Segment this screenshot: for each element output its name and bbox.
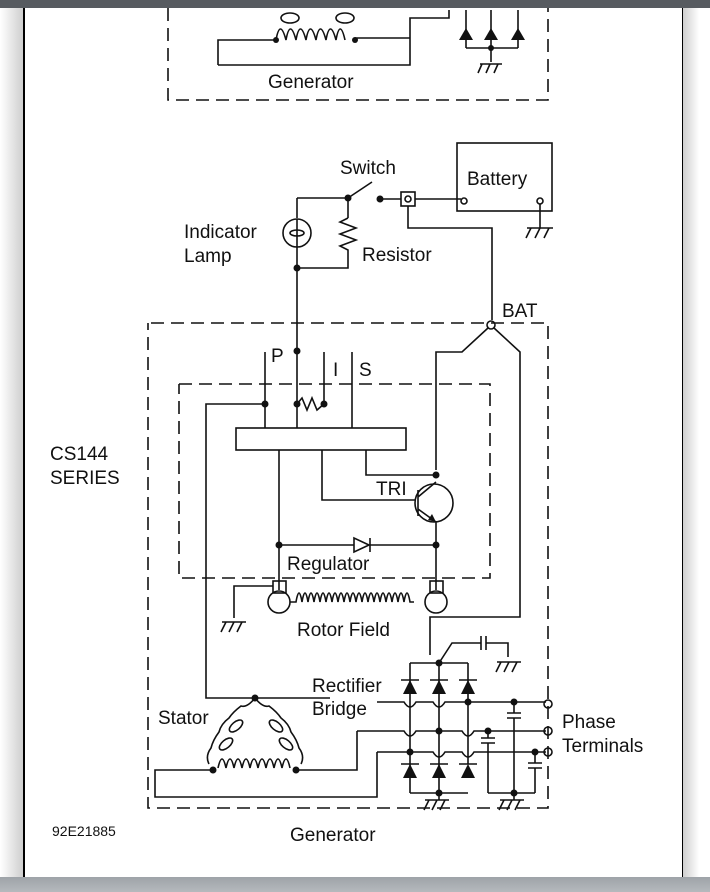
terminal-s-label: S — [359, 360, 372, 381]
switch-blade — [347, 181, 373, 199]
zener-diode-icon — [353, 536, 371, 554]
internal-resistor-icon — [296, 395, 325, 413]
transistor-label: TRI — [376, 479, 407, 500]
rotor-field-icon — [267, 580, 448, 614]
ground-icon — [423, 799, 449, 811]
figure-id: 92E21885 — [52, 823, 116, 839]
battery-negative-terminal — [536, 197, 544, 205]
bat-terminal — [486, 320, 496, 330]
transistor-icon — [414, 481, 454, 523]
terminal-p-label: P — [271, 346, 284, 367]
ground-icon — [495, 661, 521, 673]
viewer-top-bar — [0, 0, 710, 8]
terminal-i-label: I — [333, 360, 338, 381]
partial-coil-icon — [275, 12, 355, 41]
stator-label: Stator — [158, 708, 209, 729]
indicator-lamp-label-1: Indicator — [184, 222, 258, 243]
phase-terminals-label-2: Terminals — [562, 736, 643, 757]
viewer-right-gutter — [683, 8, 710, 877]
stator-icon — [206, 697, 304, 769]
ground-icon — [498, 799, 524, 811]
regulator-ic-block — [235, 427, 407, 451]
document-page — [23, 8, 683, 877]
capacitor-icon — [480, 636, 487, 650]
phase-terminal-2 — [543, 726, 553, 736]
regulator-boundary — [178, 383, 491, 579]
battery-positive-terminal — [460, 197, 468, 205]
fusible-link-terminal — [400, 191, 416, 207]
viewer-left-gutter — [0, 8, 23, 877]
generator-boundary — [147, 322, 549, 809]
battery-label: Battery — [467, 169, 528, 190]
rotor-field-label: Rotor Field — [297, 620, 390, 641]
resistor-label: Resistor — [362, 245, 432, 266]
partial-generator-label: Generator — [268, 72, 354, 93]
rectifier-label-2: Bridge — [312, 699, 367, 720]
switch-label: Switch — [340, 158, 396, 179]
ground-icon — [220, 621, 246, 633]
phase-capacitor-icons — [481, 698, 542, 797]
partial-diode-icons — [459, 28, 525, 40]
battery-box — [456, 142, 553, 212]
partial-previous-diagram: Generator — [167, 8, 549, 101]
indicator-lamp-icon — [282, 218, 312, 248]
rectifier-diode-icons — [401, 679, 477, 778]
resistor-icon — [297, 217, 359, 269]
bat-terminal-label: BAT — [502, 301, 538, 322]
phase-terminal-1 — [543, 699, 553, 709]
phase-terminals-label-1: Phase — [562, 712, 616, 733]
series-label-1: CS144 — [50, 444, 109, 465]
rectifier-label-1: Rectifier — [312, 676, 382, 697]
ground-icon — [525, 227, 553, 239]
phase-terminal-3 — [543, 747, 553, 757]
ground-icon — [477, 63, 502, 74]
viewer-bottom-bar — [0, 877, 710, 892]
generator-caption: Generator — [290, 825, 376, 846]
regulator-label: Regulator — [287, 554, 370, 575]
series-label-2: SERIES — [50, 468, 120, 489]
indicator-lamp-label-2: Lamp — [184, 246, 232, 267]
